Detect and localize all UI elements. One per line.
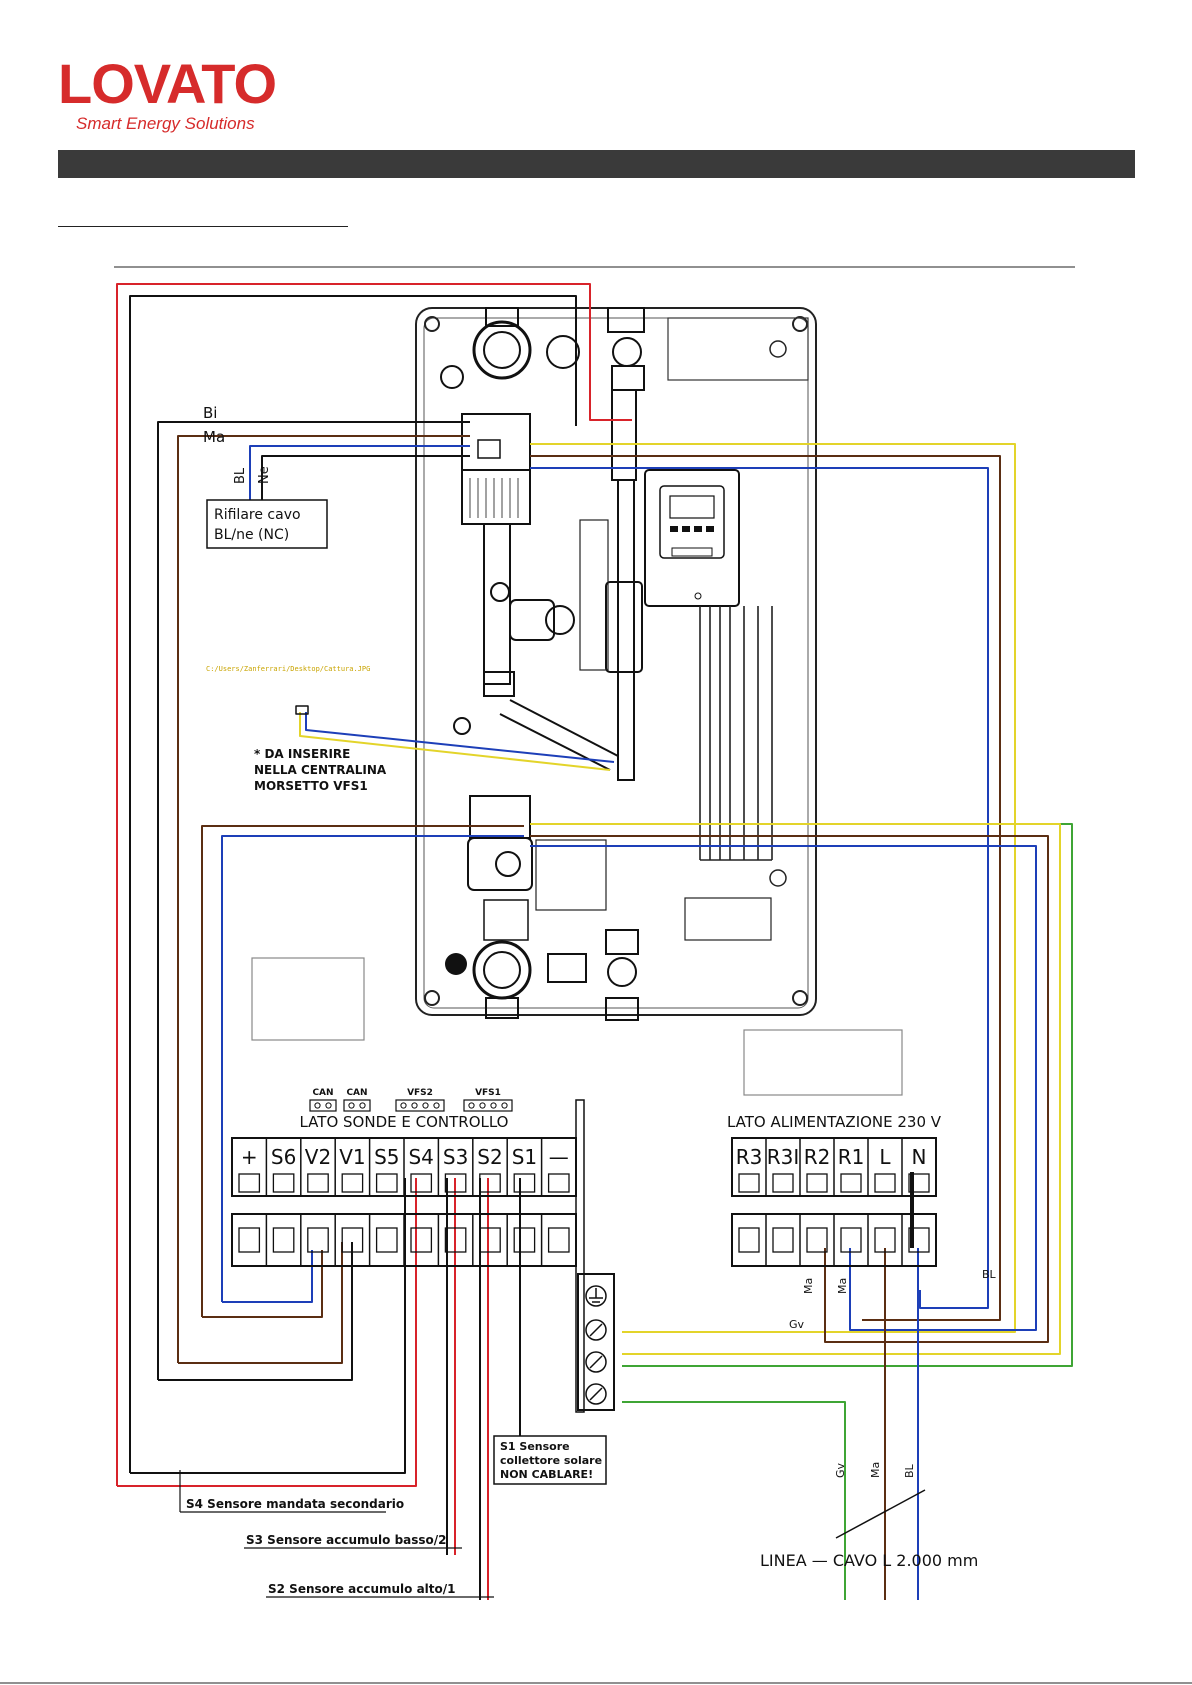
power-terminal-screw-top [738, 1173, 760, 1193]
wire-label-ma-line: Ma [869, 1462, 882, 1478]
power-terminal-screw-bottom [738, 1227, 760, 1253]
sensor-terminal-screw-top [547, 1173, 570, 1193]
s1-note: S1 Sensore collettore solare NON CABLARE… [493, 1435, 607, 1485]
file-path-label: C:/Users/Zanferrari/Desktop/Cattura.JPG [206, 665, 370, 673]
s3-label: S3 Sensore accumulo basso/2 [246, 1533, 447, 1547]
connector-row: CAN CAN VFS2 VFS1 [309, 1088, 513, 1112]
sensor-terminal-screw-top [444, 1173, 467, 1193]
brand-logo: LOVATO Smart Energy Solutions [58, 52, 277, 134]
trim-cable-line-2: BL/ne (NC) [214, 527, 289, 543]
wire-label-bl: BL [233, 467, 248, 484]
wire-label-ma-1: Ma [802, 1278, 815, 1294]
wire-label-bl-line: BL [903, 1463, 916, 1478]
line-cable-label: LINEA — CAVO L 2.000 mm [760, 1551, 978, 1570]
insert-note-line-3: MORSETTO VFS1 [254, 779, 368, 793]
header-bar [58, 150, 1135, 178]
wire-label-bi: Bi [203, 404, 217, 422]
power-terminal-screw-bottom [840, 1227, 862, 1253]
s1-note-line-2: collettore solare [500, 1454, 602, 1467]
power-terminal-screw-bottom [874, 1227, 896, 1253]
wire-label-ma-2: Ma [836, 1278, 849, 1294]
wires [116, 283, 1073, 1600]
wire-label-bl-right: BL [982, 1268, 997, 1281]
brand-tagline: Smart Energy Solutions [76, 114, 255, 133]
sensor-terminal-screw-top [375, 1173, 398, 1193]
sensor-terminal-screw-bottom [444, 1227, 467, 1253]
sensor-terminal-screw-bottom [272, 1227, 295, 1253]
wire-label-ne: Ne [257, 466, 272, 484]
power-terminal-screw-top [874, 1173, 896, 1193]
empty-label-box-left [251, 957, 365, 1041]
trim-cable-line-1: Rifilare cavo [214, 507, 301, 523]
sensor-terminal-screw-bottom [547, 1227, 570, 1253]
power-terminal-label: R3 [736, 1145, 763, 1169]
power-terminal-screw-top [908, 1173, 930, 1193]
earth-bar [575, 1099, 615, 1413]
sensor-terminal-screw-bottom [410, 1227, 433, 1253]
section-rule [58, 226, 348, 227]
power-terminal-screw-top [840, 1173, 862, 1193]
sensor-terminal-screw-top [479, 1173, 501, 1193]
power-terminal-label: R2 [804, 1145, 831, 1169]
sensor-terminal-label: S5 [374, 1145, 399, 1169]
power-side-title: LATO ALIMENTAZIONE 230 V [727, 1113, 942, 1131]
sensor-terminal-label: S4 [408, 1145, 433, 1169]
sensor-terminal-screw-bottom [375, 1227, 398, 1253]
insert-note-line-1: * DA INSERIRE [254, 747, 350, 761]
sensor-terminal-block: + S6 V2 V1 S5 S4 S3 S2 S1 — [231, 1137, 577, 1267]
sensor-callouts: S4 Sensore mandata secondario S3 Sensore… [179, 1470, 494, 1598]
connector-label: VFS1 [475, 1088, 501, 1098]
sensor-terminal-label: S3 [443, 1145, 468, 1169]
sensor-terminal-label: V2 [305, 1145, 331, 1169]
power-terminal-screw-bottom [806, 1227, 828, 1253]
connector-label: CAN [312, 1088, 333, 1098]
sensor-terminal-label: + [241, 1145, 258, 1169]
insert-note-line-2: NELLA CENTRALINA [254, 763, 387, 777]
s4-label: S4 Sensore mandata secondario [186, 1497, 404, 1511]
sensor-terminal-label: S2 [477, 1145, 502, 1169]
s1-note-line-1: S1 Sensore [500, 1440, 570, 1453]
sensor-terminal-screw-bottom [238, 1227, 261, 1253]
power-terminal-screw-top [772, 1173, 794, 1193]
empty-label-box-right [743, 1029, 903, 1096]
sensor-terminal-screw-bottom [513, 1227, 536, 1253]
power-terminal-label: R3I [767, 1145, 800, 1169]
trim-cable-note: Rifilare cavo BL/ne (NC) [206, 499, 328, 549]
power-terminal-label: N [912, 1145, 927, 1169]
power-terminal-screw-bottom [772, 1227, 794, 1253]
sensor-side-title: LATO SONDE E CONTROLLO [299, 1113, 508, 1131]
sensor-terminal-label: S6 [271, 1145, 296, 1169]
s2-label: S2 Sensore accumulo alto/1 [268, 1582, 456, 1596]
sensor-terminal-screw-bottom [479, 1227, 501, 1253]
hydraulic-cabinet [415, 307, 817, 1021]
power-terminal-label: R1 [838, 1145, 865, 1169]
sensor-terminal-screw-top [341, 1173, 364, 1193]
sensor-terminal-screw-top [410, 1173, 433, 1193]
sensor-terminal-label: S1 [512, 1145, 537, 1169]
power-terminal-screw-top [806, 1173, 828, 1193]
brand-name: LOVATO [58, 52, 277, 115]
power-terminal-label: L [879, 1145, 891, 1169]
sensor-terminal-screw-bottom [307, 1227, 329, 1253]
sensor-terminal-label: V1 [339, 1145, 365, 1169]
connector-label: CAN [346, 1088, 367, 1098]
s1-note-line-3: NON CABLARE! [500, 1468, 593, 1481]
sensor-terminal-screw-bottom [341, 1227, 364, 1253]
sensor-terminal-label: — [549, 1145, 569, 1169]
insert-note: * DA INSERIRE NELLA CENTRALINA MORSETTO … [254, 747, 387, 793]
wire-label-ma: Ma [203, 428, 225, 446]
sensor-terminal-screw-top [272, 1173, 295, 1193]
sensor-terminal-screw-top [307, 1173, 329, 1193]
sensor-terminal-screw-top [238, 1173, 261, 1193]
wire-label-gv-line: Gv [834, 1462, 847, 1478]
power-terminal-screw-bottom [908, 1227, 930, 1253]
sensor-terminal-screw-top [513, 1173, 536, 1193]
connector-label: VFS2 [407, 1088, 433, 1098]
wire-label-gv-upper: Gv [789, 1318, 805, 1331]
